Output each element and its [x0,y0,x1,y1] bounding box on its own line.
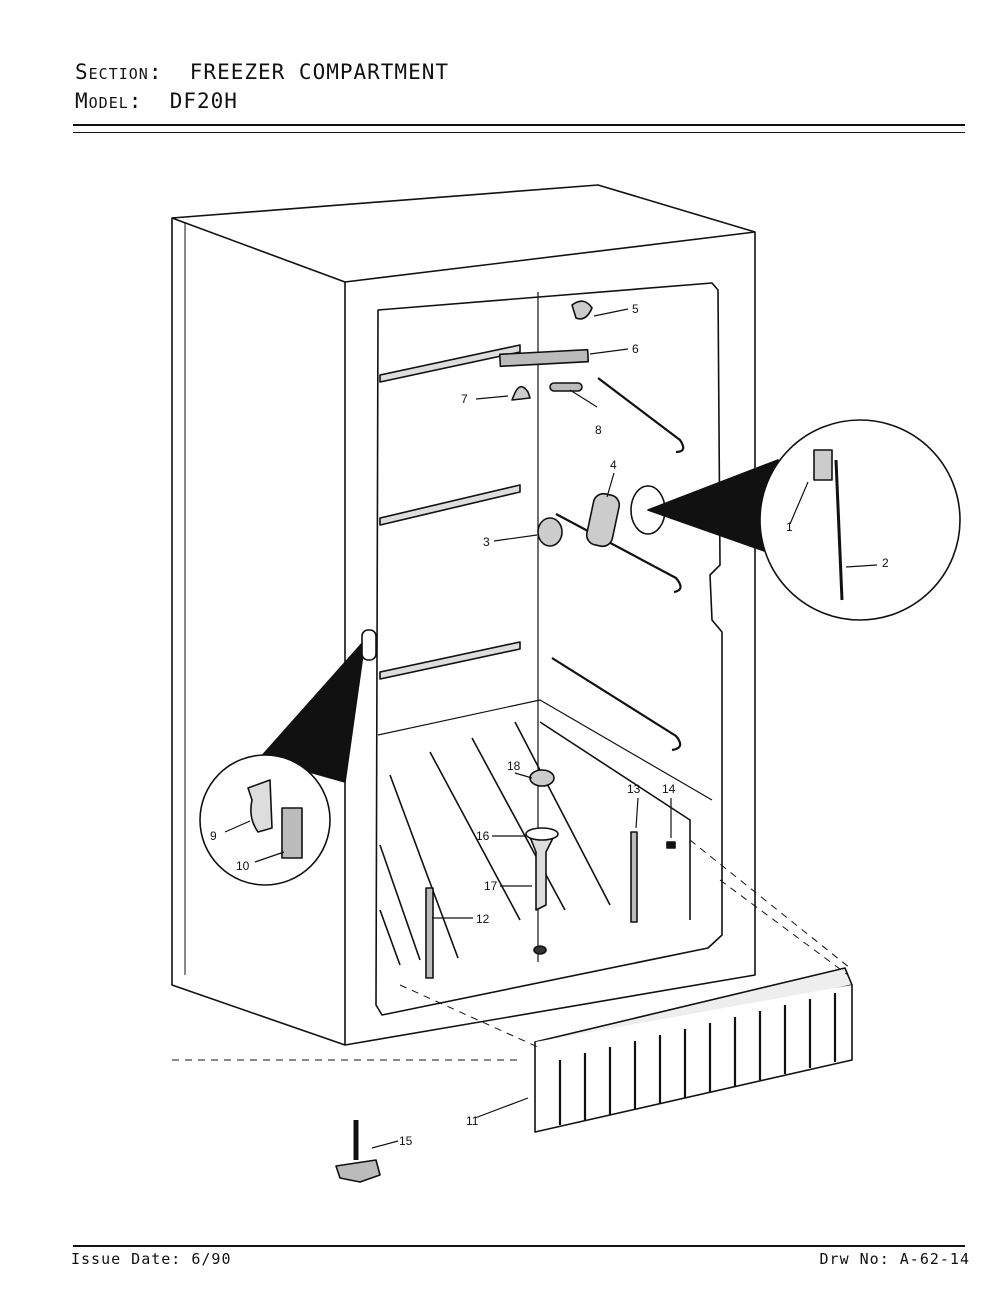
detail-circle-right [759,419,961,621]
hook-right-3 [551,657,682,752]
part-7-shape [511,385,531,401]
basket-wire [389,774,459,959]
callout-10: 10 [236,859,250,873]
issue-date: Issue Date: 6/90 [71,1250,232,1268]
cabinet-top-edge [344,231,756,283]
callout-2: 2 [882,556,889,570]
callout-7: 7 [461,392,468,406]
section-line: Section: FREEZER COMPARTMENT [75,60,449,84]
cabinet-outline [171,184,756,1046]
callout-12: 12 [476,912,490,926]
callout-18: 18 [507,759,521,773]
callout-15: 15 [399,1134,413,1148]
callout-8: 8 [595,423,602,437]
part-4-shape [585,492,621,548]
callout-4: 4 [610,458,617,472]
callout-3: 3 [483,535,490,549]
part-14-shape [666,841,676,849]
header-rule-bottom [73,132,965,133]
hook-right-1 [597,377,685,454]
part-8-shape [549,382,583,392]
callout-1: 1 [786,520,793,534]
part-3-shape [537,517,563,547]
part-5-shape [571,300,593,320]
callout-14: 14 [662,782,676,796]
section-title: FREEZER COMPARTMENT [189,60,449,84]
rail-left-3 [379,641,521,680]
part-13-shape [630,831,638,923]
part-12-shape [425,887,434,979]
callout-17: 17 [484,879,498,893]
model-line: Model: DF20H [75,89,238,113]
callout-16: 16 [476,829,490,843]
hook-right-2 [555,513,682,594]
footer-rule [73,1245,965,1247]
callout-5: 5 [632,302,639,316]
header-rule-top [73,124,965,126]
callout-9: 9 [210,829,217,843]
rail-left-1 [379,344,521,383]
callout-6: 6 [632,342,639,356]
rail-left-2 [379,484,521,526]
liner-outline [375,282,723,1016]
part-6-shape [498,348,590,368]
grille-body [534,985,853,1133]
part-18-shape [529,769,555,787]
callout-11: 11 [466,1114,479,1128]
drawing-number: Drw No: A-62-14 [819,1250,970,1268]
model-number: DF20H [169,89,238,113]
section-label: Section: [75,60,163,84]
model-label: Model: [75,89,143,113]
callout-13: 13 [627,782,641,796]
